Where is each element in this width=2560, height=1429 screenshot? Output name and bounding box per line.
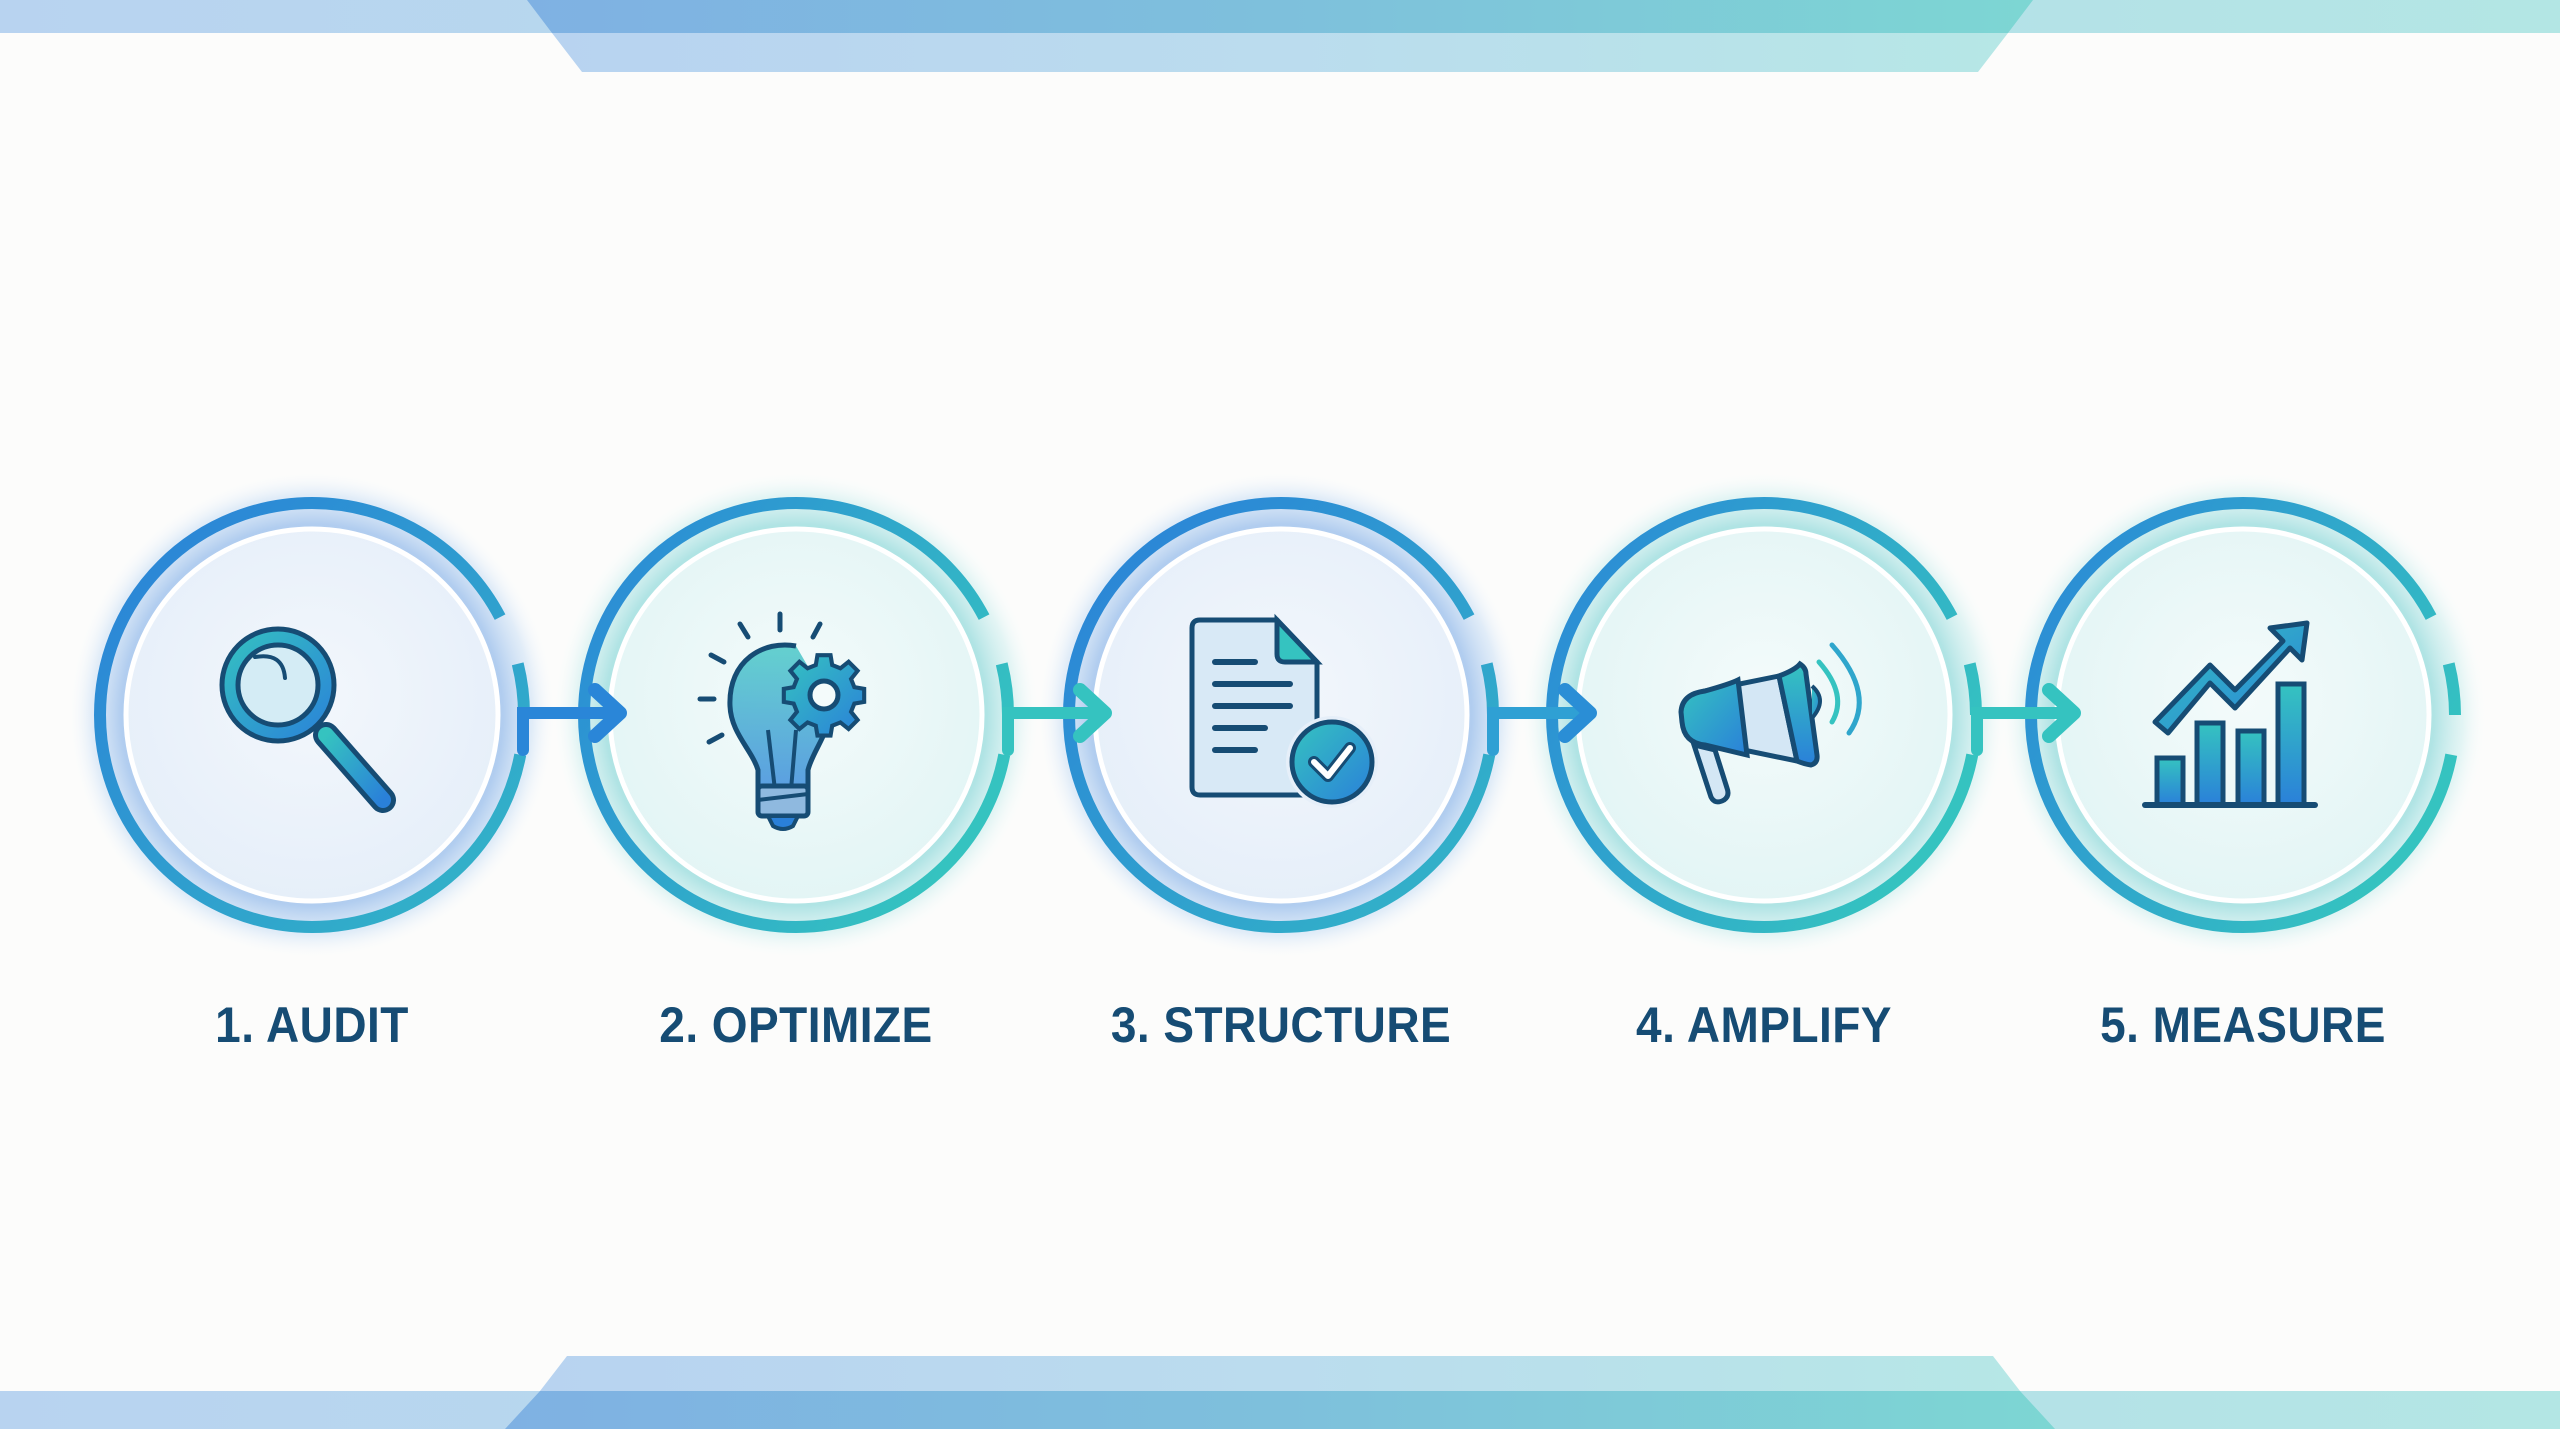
top-decorative-band	[0, 0, 2560, 80]
connector-1-2	[517, 683, 627, 756]
step-1-audit	[67, 470, 557, 960]
step-label-audit: 1. AUDIT	[215, 997, 409, 1053]
step-5-measure	[1998, 470, 2488, 960]
step-4-amplify	[1519, 470, 2009, 960]
step-label-optimize: 2. OPTIMIZE	[659, 997, 933, 1053]
document-check-icon	[1189, 613, 1378, 808]
step-2-optimize	[551, 470, 1041, 960]
step-label-measure: 5. MEASURE	[2100, 997, 2386, 1053]
arrow-right-icon	[1558, 683, 1597, 743]
connector-4-5	[1971, 683, 2081, 756]
step-label-structure: 3. STRUCTURE	[1110, 997, 1452, 1053]
step-3-structure	[1036, 470, 1526, 960]
step-label-amplify: 4. AMPLIFY	[1636, 997, 1892, 1053]
arrow-right-icon	[1073, 683, 1112, 743]
arrow-right-icon	[588, 683, 627, 743]
connector-3-4	[1487, 683, 1597, 756]
arrow-right-icon	[2042, 683, 2081, 743]
lightbulb-gear-icon	[697, 611, 867, 831]
bar-chart-growth-icon	[2142, 620, 2318, 808]
magnifying-glass-icon	[219, 626, 396, 813]
connector-2-3	[1002, 683, 1112, 756]
bottom-decorative-band	[0, 1349, 2560, 1429]
megaphone-icon	[1678, 642, 1862, 805]
